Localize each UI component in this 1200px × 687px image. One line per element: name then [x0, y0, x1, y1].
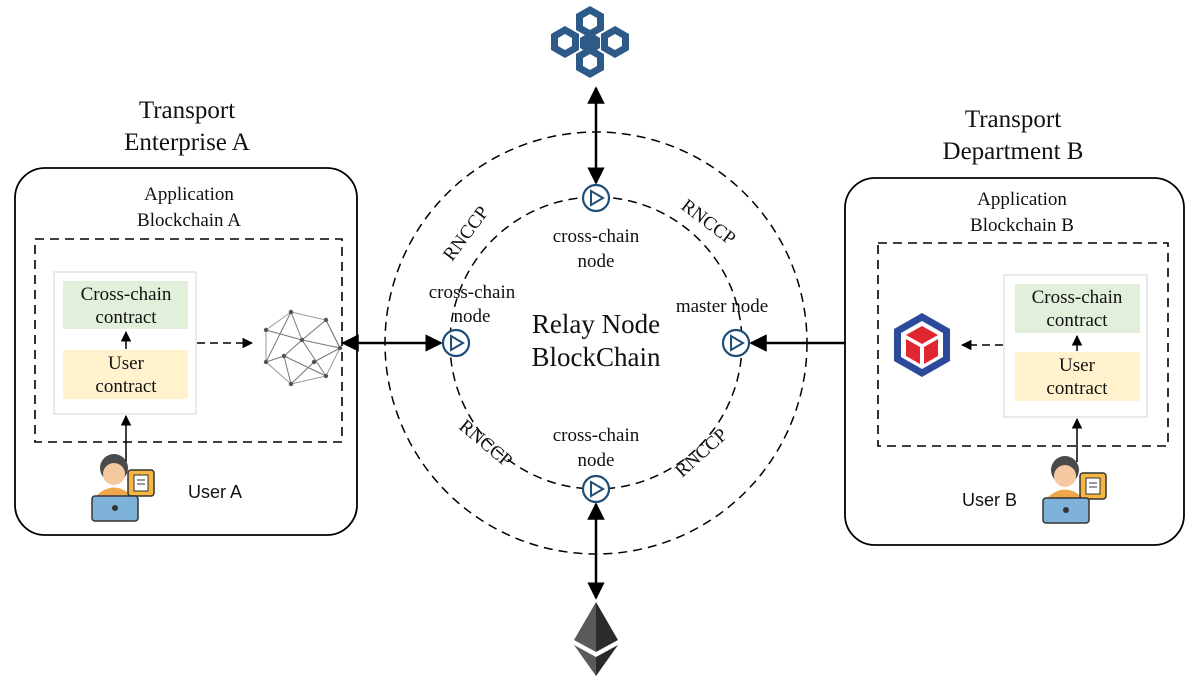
bottom-node-label-line1: cross-chain — [553, 425, 640, 446]
left-cross-chain-node-icon — [441, 328, 471, 358]
user-contract-b-line2: contract — [1046, 378, 1108, 399]
enterprise-a-title-line2: Enterprise A — [124, 129, 250, 156]
user-contract-a — [63, 350, 188, 399]
department-b-title-line1: Transport — [965, 106, 1061, 133]
enterprise-a-group: Transport Enterprise A Application Block… — [14, 97, 358, 536]
relay-title-line1: Relay Node — [532, 309, 660, 339]
cross-chain-contract-a-line2: contract — [95, 307, 157, 328]
cross-chain-contract-b-line2: contract — [1046, 310, 1108, 331]
app-blockchain-b-line1: Application — [977, 189, 1067, 210]
master-node-icon — [721, 328, 751, 358]
user-b-icon — [1042, 456, 1107, 524]
rnccp-label-top-right: RNCCP — [677, 195, 739, 249]
application-chain-b-logo-icon — [894, 313, 950, 377]
rnccp-label-top-left: RNCCP — [439, 203, 493, 266]
cross-chain-contract-b — [1015, 284, 1140, 333]
cross-chain-contract-a — [63, 281, 188, 329]
top-node-label-line1: cross-chain — [553, 226, 640, 247]
ethereum-icon — [574, 602, 618, 676]
relay-chain-group: Relay Node BlockChain RNCCP RNCCP RNCCP … — [341, 86, 870, 600]
app-blockchain-a-line1: Application — [144, 184, 234, 205]
user-contract-a-line1: User — [108, 353, 145, 374]
user-b-label: User B — [962, 490, 1017, 510]
app-blockchain-b-line2: Blockchain B — [970, 215, 1074, 236]
master-node-label: master node — [676, 296, 768, 317]
bottom-cross-chain-node-icon — [581, 474, 611, 504]
rnccp-label-bottom-left: RNCCP — [455, 416, 516, 472]
department-b-title-line2: Department B — [943, 138, 1084, 165]
left-node-label-line1: cross-chain — [429, 282, 516, 303]
user-contract-b — [1015, 352, 1140, 401]
app-blockchain-b-boundary — [877, 242, 1169, 447]
bottom-node-label-line2: node — [578, 450, 615, 471]
top-chain-cubes-icon — [551, 6, 629, 78]
top-node-label-line2: node — [578, 251, 615, 272]
cross-chain-contract-a-line1: Cross-chain — [81, 284, 172, 305]
app-blockchain-a-line2: Blockchain A — [137, 210, 241, 231]
user-contract-a-line2: contract — [95, 376, 157, 397]
user-a-icon — [91, 454, 155, 522]
relay-title-line2: BlockChain — [532, 342, 661, 372]
user-a-label: User A — [188, 482, 242, 502]
hyperledger-icon — [263, 309, 343, 387]
top-cross-chain-node-icon — [581, 183, 611, 213]
rnccp-label-bottom-right: RNCCP — [671, 425, 732, 482]
enterprise-a-title-line1: Transport — [139, 97, 235, 124]
cross-chain-contract-b-line1: Cross-chain — [1032, 287, 1123, 308]
left-node-label-line2: node — [454, 306, 491, 327]
user-contract-b-line1: User — [1059, 355, 1096, 376]
department-b-group: Transport Department B Application Block… — [844, 106, 1185, 546]
